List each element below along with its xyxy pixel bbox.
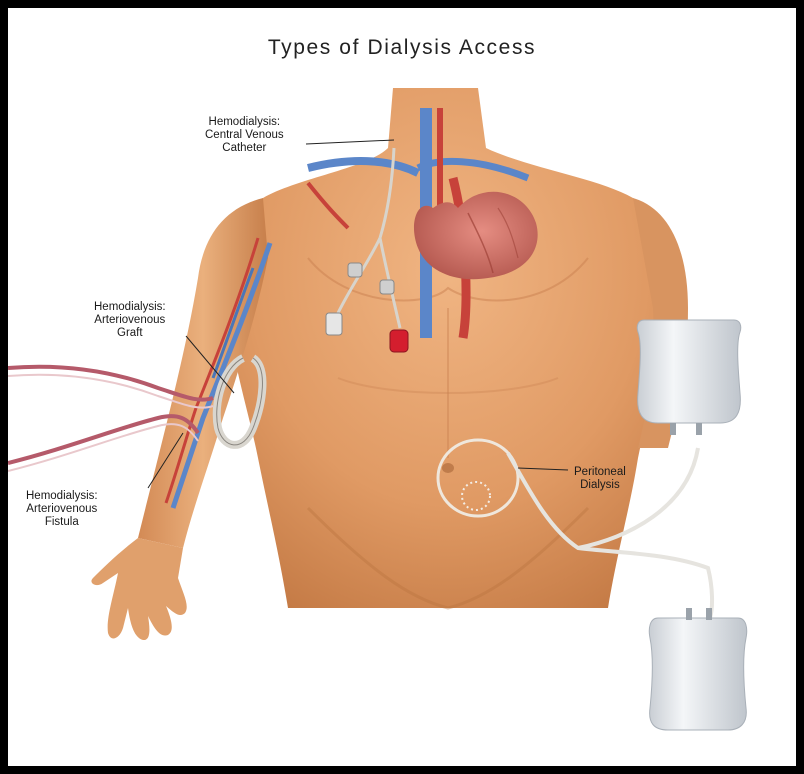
catheter-port-white: [326, 313, 342, 335]
catheter-port-red: [390, 330, 408, 352]
label-av-fistula: Hemodialysis: Arteriovenous Fistula: [26, 490, 98, 529]
navel: [442, 463, 454, 473]
dialysis-illustration: [8, 8, 796, 766]
label-peritoneal-dialysis: Peritoneal Dialysis: [574, 466, 626, 492]
label-av-graft: Hemodialysis: Arteriovenous Graft: [94, 301, 166, 340]
page-title: Types of Dialysis Access: [8, 36, 796, 60]
diagram-frame: Types of Dialysis Access Hemodialysis: C…: [8, 8, 796, 766]
dialysis-bag-bottom: [649, 608, 746, 730]
torso: [227, 88, 668, 608]
label-central-venous-catheter: Hemodialysis: Central Venous Catheter: [205, 116, 284, 155]
dialysis-bag-top: [637, 320, 741, 435]
